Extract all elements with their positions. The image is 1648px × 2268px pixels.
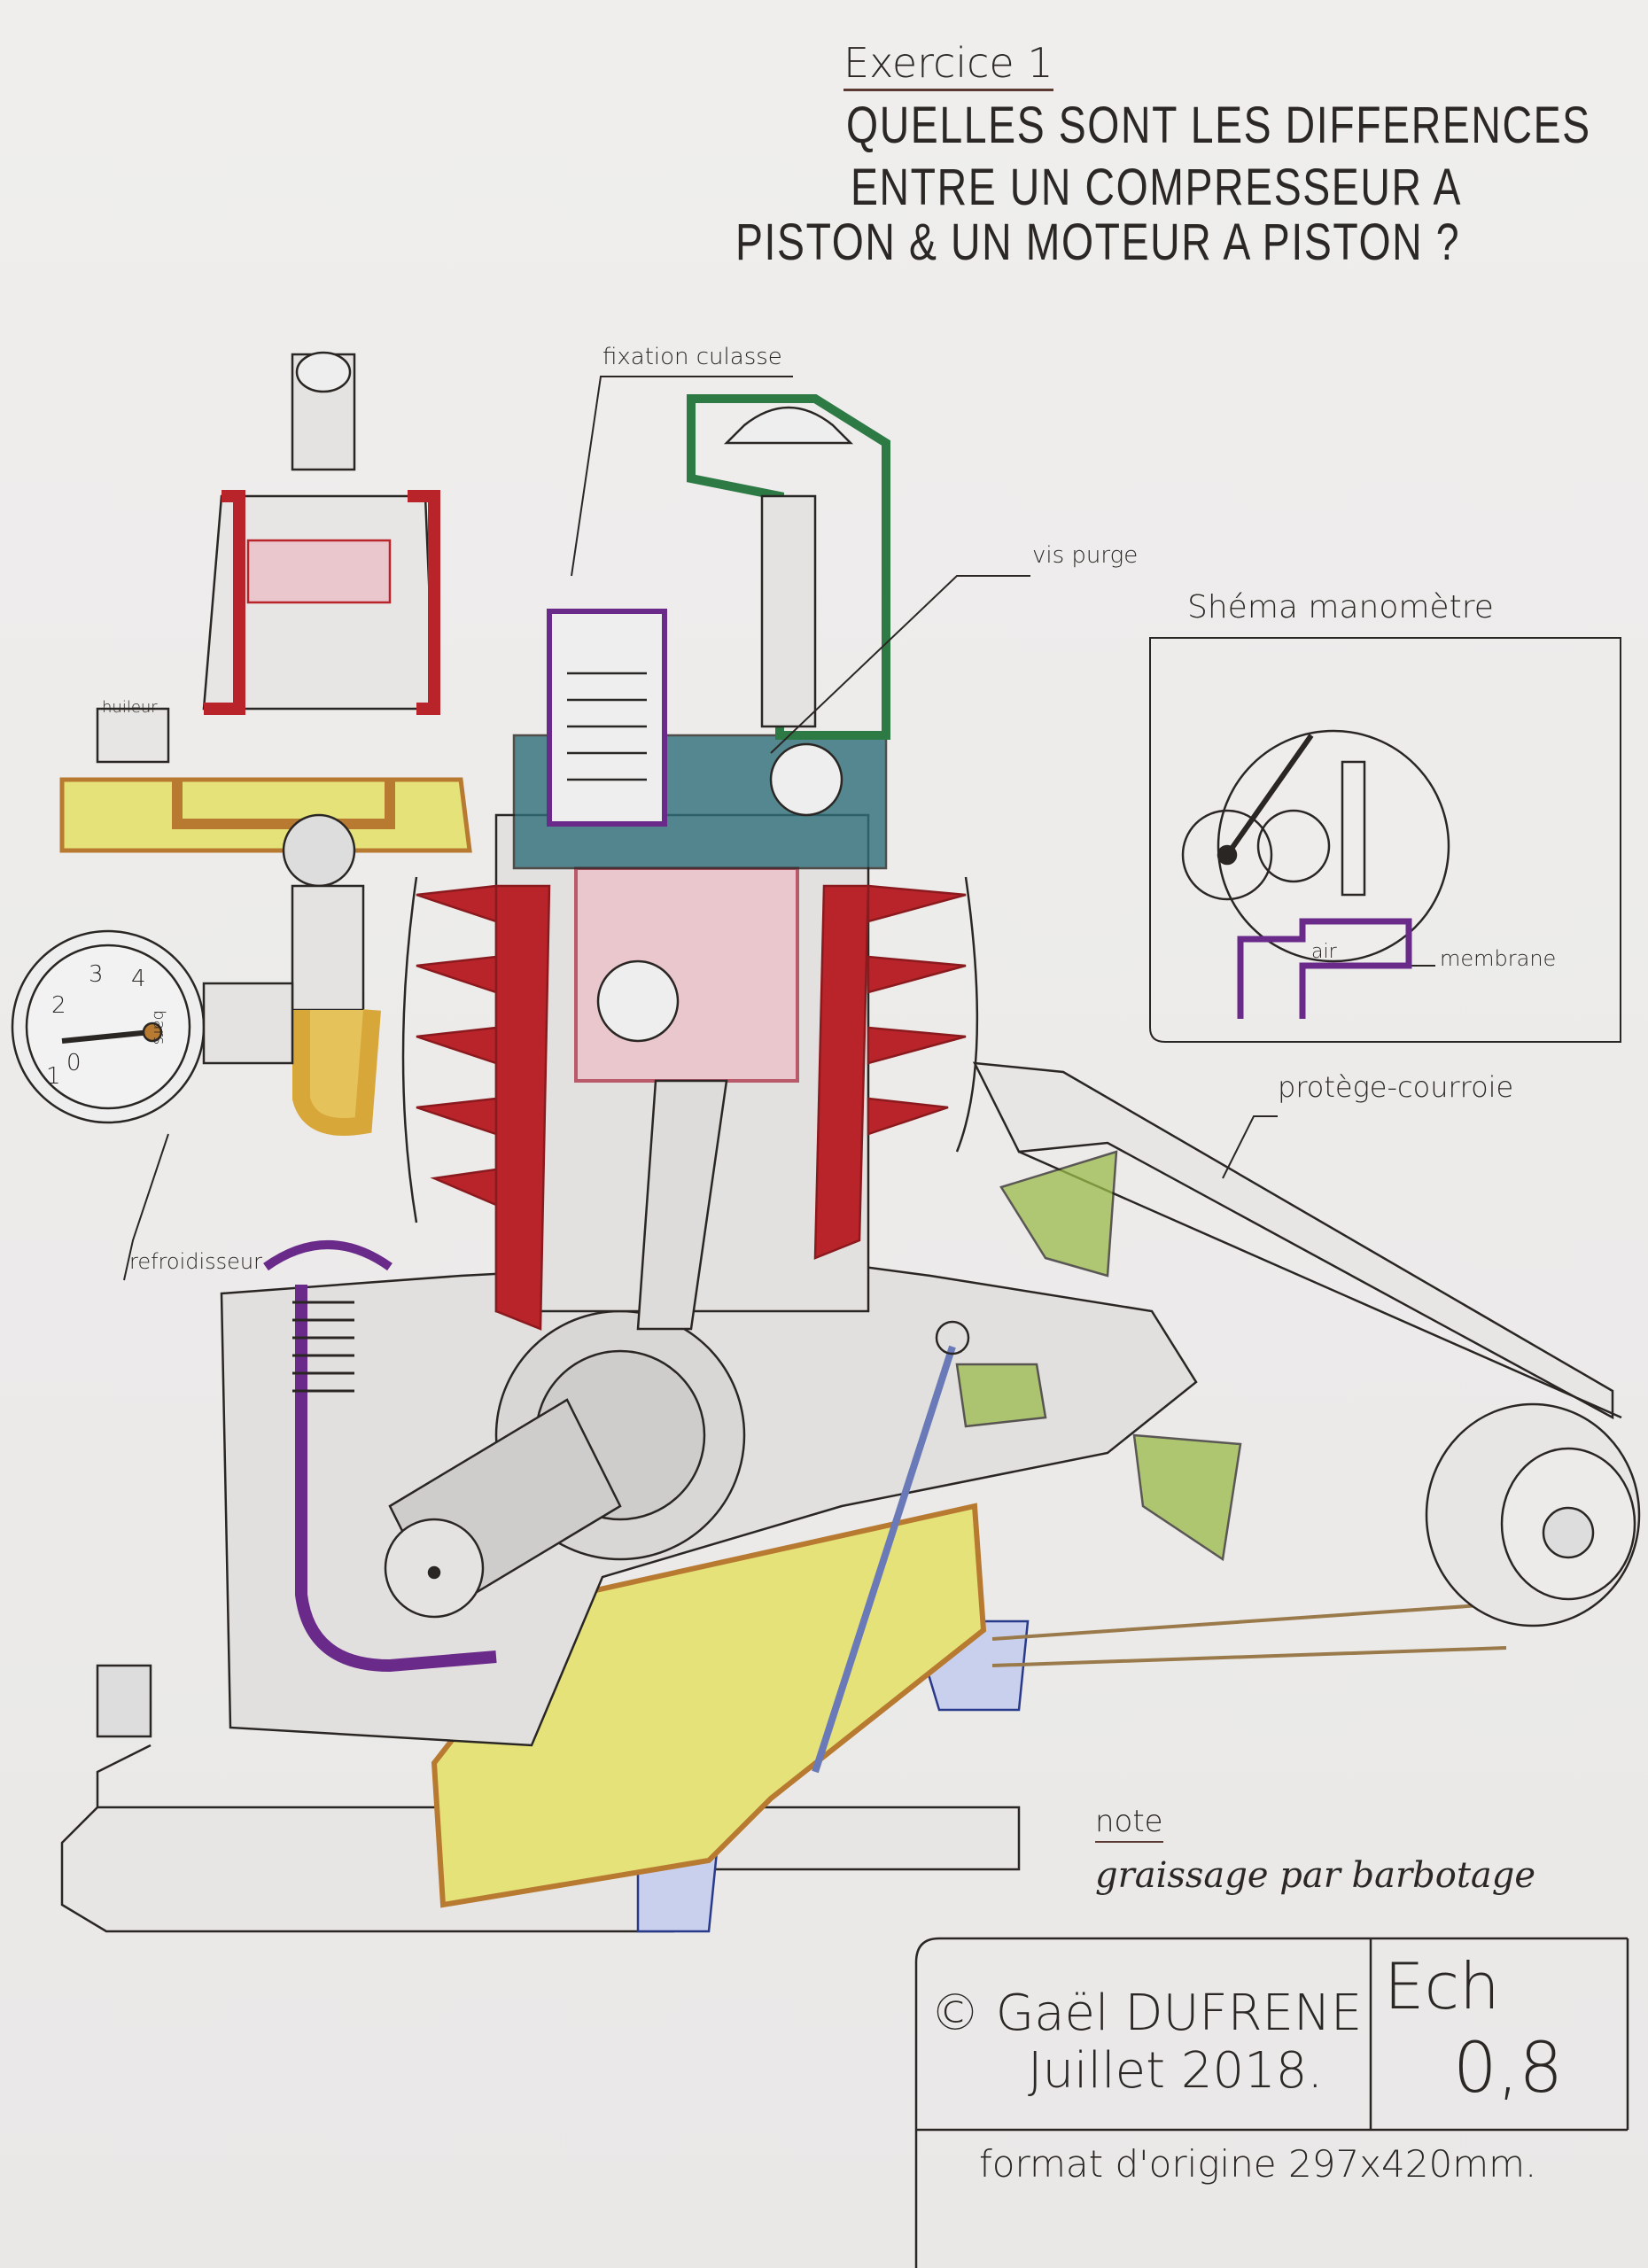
- cooling-fins: [416, 884, 967, 1331]
- cooler-pipe-cap: [263, 1240, 393, 1271]
- label-vis-purge: vis purge: [1032, 542, 1139, 569]
- connecting-rod: [636, 1079, 728, 1331]
- cylinder: [401, 813, 979, 1331]
- belt-guard: [955, 1061, 1622, 1667]
- question-line-2: ENTRE UN COMPRESSEUR A: [851, 159, 1463, 216]
- manometer-membrane-label: membrane: [1440, 946, 1557, 971]
- label-fixation-culasse: fixation culasse: [602, 344, 782, 370]
- gauge-unit: bars: [150, 1010, 168, 1045]
- valve-spring: [292, 1301, 354, 1393]
- title-block-frame: [914, 1937, 1629, 2268]
- label-huileur: huileur: [102, 698, 158, 717]
- drawing-date: Juillet 2018.: [1028, 2042, 1324, 2100]
- original-format: format d'origine 297x420mm.: [979, 2142, 1537, 2186]
- manometer-schema-box: [1149, 637, 1621, 1043]
- gauge-tick-0: 0: [66, 1050, 82, 1076]
- label-refroidisseur: refroidisseur: [129, 1249, 262, 1274]
- wing-nut: [723, 406, 854, 445]
- cylinder-head: [512, 394, 890, 870]
- question-line-3: PISTON & UN MOTEUR A PISTON ?: [735, 214, 1461, 271]
- gauge-tick-4: 4: [131, 966, 146, 992]
- dipstick: [812, 1345, 956, 1774]
- scale-label: Ech: [1384, 1949, 1500, 2023]
- gauge-tick-2: 2: [51, 992, 66, 1019]
- gauge-needle: [61, 1029, 152, 1044]
- flywheel-pulley: [1425, 1402, 1641, 1627]
- piston-pin: [596, 959, 680, 1043]
- oiler-cap: [96, 707, 170, 764]
- author-name: © Gaël DUFRENE: [930, 1984, 1363, 2042]
- note-text: graissage par barbotage: [1095, 1855, 1536, 1896]
- question-line-1: QUELLES SONT LES DIFFERENCES: [846, 97, 1591, 154]
- note-heading: note: [1095, 1804, 1163, 1843]
- scale-value: 0,8: [1453, 2029, 1564, 2109]
- manometer-schema-title: Shéma manomètre: [1187, 589, 1494, 625]
- gauge-tick-1: 1: [46, 1063, 61, 1090]
- manometer-air-label: air: [1311, 941, 1337, 963]
- gauge-tick-3: 3: [89, 961, 104, 988]
- pressure-gauge: [11, 929, 294, 1124]
- crankcase: [220, 1256, 1198, 1747]
- dipstick-ring: [935, 1320, 970, 1355]
- membrane-chamber: [1237, 918, 1412, 1019]
- pressure-regulator: [59, 351, 472, 1136]
- label-protege-courroie: protège-courroie: [1278, 1070, 1514, 1104]
- exercise-heading: Exercice 1: [843, 39, 1053, 91]
- cooler-pipe: [295, 1285, 497, 1673]
